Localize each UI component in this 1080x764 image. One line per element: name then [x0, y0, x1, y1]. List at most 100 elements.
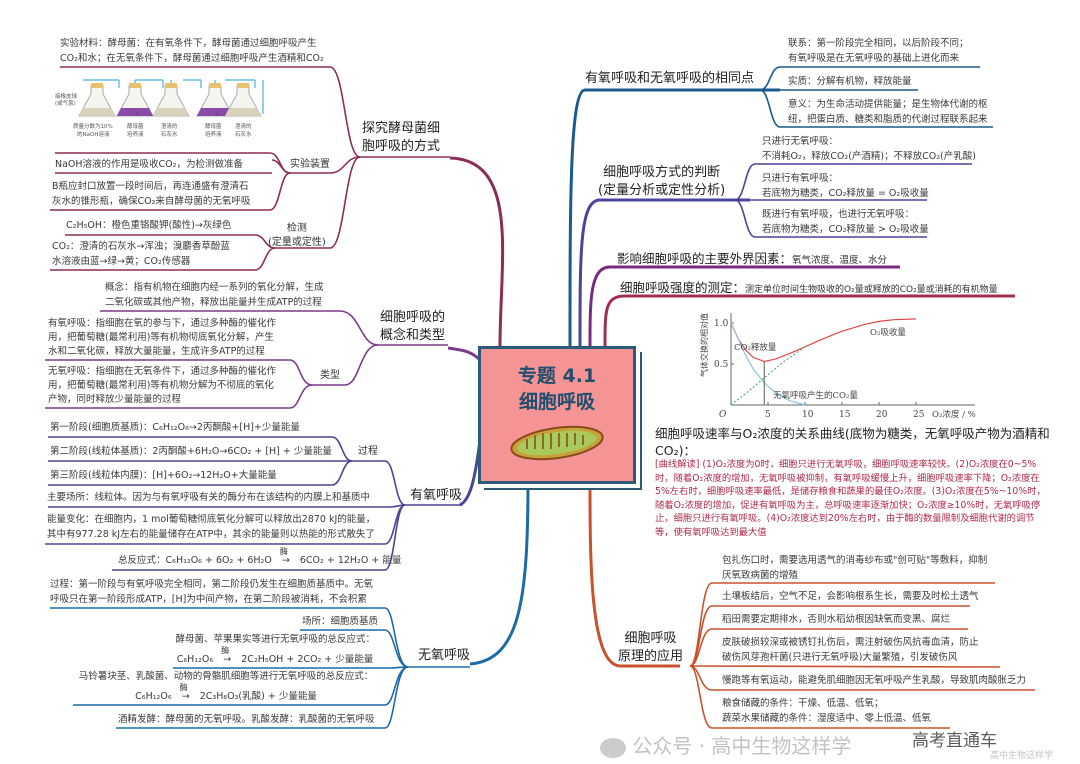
wechat-icon [600, 737, 626, 758]
central-topic-title: 细胞呼吸 [518, 391, 595, 413]
label-process: 过程 [358, 446, 378, 457]
leaf-alcohol-equation: 酵母菌、苹果果实等进行无氧呼吸的总反应式： C₆H₁₂O₆ 酶→ 2C₂H₅OH… [175, 632, 375, 669]
enzyme-arrow: 酶→ [279, 547, 290, 567]
branch-aerobic-title: 有氧呼吸 [410, 488, 463, 503]
text-line: (定量或定性) [268, 237, 326, 248]
x-tick-label: 5 [765, 410, 771, 420]
leaf-anaerobic-site: 场所：细胞质基质 [302, 616, 379, 627]
series-line-2 [730, 322, 806, 406]
equation-line: 总反应式：C₆H₁₂O₆ + 6O₂ + 6H₂O 酶→ 6CO₂ + 12H₂… [118, 548, 401, 568]
curve-interpretation: [曲线解读] (1)O₂浓度为0时，细胞只进行无氧呼吸，细胞呼吸速率较快。(2)… [655, 459, 1046, 538]
leaf-only-anaerobic: 只进行无氧呼吸： 不消耗O₂，释放CO₂(产酒精)；不释放CO₂(产乳酸) [762, 134, 976, 166]
title-line: 胞呼吸的方式 [362, 139, 441, 154]
y-tick-label: 1.0 [714, 319, 729, 329]
leaf-stage-2: 第二阶段(线粒体基质)：2丙酮酸+6H₂O→6CO₂ + [H] + 少量能量 [50, 446, 332, 457]
mitochondrion-image [510, 425, 604, 461]
yeast-b-label: 酵母菌 [205, 122, 222, 130]
factor-label: 影响细胞呼吸的主要外界因素： [617, 251, 793, 266]
title-line: (定量分析或定性分析) [598, 183, 726, 198]
equation-reactants: C₆H₁₂O₆ [176, 654, 214, 665]
connector-factor [588, 265, 900, 347]
limewater-label: 澄清的 [235, 122, 252, 130]
leaf-aerobic-definition: 有氧呼吸：指细胞在氧的参与下，通过多种酶的催化作 用，把葡萄糖(最常利用)等有机… [48, 317, 276, 361]
text-line: 概念：指有机物在细胞内经一系列的氧化分解，生成 [105, 282, 324, 293]
text-line: 只进行有氧呼吸： [762, 173, 839, 184]
leaf-stage-1: 第一阶段(细胞质基质)：C₆H₁₂O₆→2丙酮酸+[H]+少量能量 [50, 422, 300, 433]
leaf-naoh-note: NaOH溶液的作用是吸收CO₂，为检测做准备 [55, 159, 243, 170]
text-line: 只进行无氧呼吸： [762, 136, 839, 147]
text-line: 粮食储藏的条件：干燥、低温、低氧； [722, 698, 884, 709]
x-axis-label: O₂浓度 / % [932, 409, 976, 420]
text-line: 马铃薯块茎、乳酸菌、动物的骨骼肌细胞等进行无氧呼吸的总反应式： [78, 671, 374, 682]
connector-concept [447, 346, 482, 362]
connector-same [568, 88, 780, 347]
x-tick-label: 25 [913, 410, 925, 420]
series-label-co2-release: CO₂释放量 [734, 342, 777, 353]
series-line-0 [730, 318, 917, 363]
pump-label: 接橡皮球 [55, 92, 78, 100]
text-line: 检测 [286, 223, 307, 234]
limewater-label: 石灰水 [235, 130, 252, 138]
y-tick-label: 0.5 [714, 360, 729, 370]
text-line: 酵母菌、苹果果实等进行无氧呼吸的总反应式： [175, 634, 375, 645]
text-line: 纽，把蛋白质、糖类和脂质的代谢过程联系起来 [788, 114, 988, 125]
measure-label: 细胞呼吸强度的测定： [620, 280, 746, 295]
naoh-label: 的NaOH溶液 [77, 130, 110, 138]
text-line: 其中有977.28 kJ左右的能量储存在ATP中，其余的能量则以热能的形式散失了 [47, 529, 375, 540]
text-line: 有氧呼吸是在无氧呼吸的基础上进化而来 [788, 53, 960, 64]
text-line: 呼吸只在第一阶段形成ATP，[H]为中间产物，在第二阶段被消耗，不会积累 [50, 594, 367, 605]
text-line: 水和二氧化碳，释放大量能量，生成许多ATP的过程 [48, 346, 265, 357]
central-topic-number: 专题 4.1 [517, 365, 597, 387]
leaf-anaerobic-definition: 无氧呼吸：指细胞在无氧条件下，通过多种酶的催化作 用，把葡萄糖(最常利用)等有机… [48, 365, 276, 409]
leaf-tetanus: 皮肤破损较深或被锈钉扎伤后，需注射破伤风抗毒血清，防止 破伤风芽孢杆菌(只进行无… [722, 635, 979, 667]
series-label-o2-uptake: O₂吸收量 [870, 327, 906, 338]
leaf-aerobic-site: 主要场所：线粒体。因为与有氧呼吸有关的酶分布在该结构的内膜上和基质中 [47, 492, 371, 503]
text-line: 产物，同时释放少量能量的过程 [48, 394, 182, 405]
equation-products: 2C₂H₅OH + 2CO₂ + 少量能量 [241, 654, 374, 665]
limewater-label: 澄清的 [161, 122, 178, 130]
leaf-wound-dressing: 包扎伤口时，需要选用透气的消毒纱布或"创可贴"等敷料，抑制 厌氧致病菌的增殖 [722, 553, 987, 585]
text-line: 用，把葡萄糖(最常利用)等有机物分解为不彻底的氧化 [48, 380, 274, 391]
yeast-a-label: 酵母菌 [127, 122, 144, 130]
text-line: CO₂和水；在无氧条件下，酵母菌通过细胞呼吸产生酒精和CO₂ [60, 53, 324, 64]
text-line: 破伤风芽孢杆菌(只进行无氧呼吸)大量繁殖，引发破伤风 [722, 652, 958, 663]
leaf-anaerobic-process: 过程：第一阶段与有氧呼吸完全相同，第二阶段仍发生在细胞质基质中。无氧 呼吸只在第… [50, 577, 373, 609]
text-line: 有氧呼吸：指细胞在氧的参与下，通过多种酶的催化作 [48, 318, 277, 329]
chart-caption: 细胞呼吸速率与O₂浓度的关系曲线(底物为糖类，无氧呼吸产物为酒精和CO₂)： [655, 426, 1050, 458]
series-label-anaerobic-co2: 无氧呼吸产生的CO₂量 [773, 390, 858, 401]
leaf-soil-loosening: 土壤板结后，空气不足，会影响根系生长，需要及时松土透气 [722, 591, 979, 602]
label-detection: 检测 (定量或定性) [268, 222, 326, 250]
watermark-brand: 高考直通车 [912, 731, 997, 751]
y-axis-label: 气体交换的相对值 [700, 313, 709, 377]
leaf-experiment-material: 实验材料：酵母菌：在有氧条件下，酵母菌通过细胞呼吸产生 CO₂和水；在无氧条件下… [60, 36, 324, 68]
series-line-1 [730, 346, 806, 406]
leaf-storage-conditions: 粮食储藏的条件：干燥、低温、低氧； 蔬菜水果储藏的条件：湿度适中、零上低温、低氧 [722, 696, 931, 728]
text-line: 实验材料：酵母菌：在有氧条件下，酵母菌通过细胞呼吸产生 [60, 38, 317, 49]
watermark-text: 公众号 · 高中生物这样学 [632, 734, 852, 758]
text-line: 灰水的锥形瓶，确保CO₂来自酵母菌的无氧呼吸 [52, 196, 251, 207]
leaf-essence: 实质：分解有机物，释放能量 [788, 76, 912, 87]
branch-factors: 影响细胞呼吸的主要外界因素：氧气浓度、温度、水分 [617, 248, 887, 267]
text-line: CO₂：澄清的石灰水→浑浊；溴麝香草酚蓝 [52, 241, 230, 252]
text-line: 过程：第一阶段与有氧呼吸完全相同，第二阶段仍发生在细胞质基质中。无氧 [50, 579, 374, 590]
label-experiment-device: 实验装置 [290, 159, 330, 170]
text-line: 意义：为生命活动提供能量；是生物体代谢的枢 [788, 99, 988, 110]
origin-label: O [719, 410, 727, 420]
equation-products: 6CO₂ + 12H₂O + 能量 [299, 555, 402, 566]
flask-label-a: A [135, 111, 139, 117]
title-line: 原理的应用 [618, 649, 684, 664]
enzyme-arrow: 酶→ [179, 683, 190, 703]
enzyme-arrow: 酶→ [221, 646, 232, 666]
limewater-label: 石灰水 [161, 130, 178, 138]
label-types: 类型 [320, 370, 340, 381]
flask-label-b: B [215, 111, 219, 117]
title-line: 探究酵母菌细 [362, 121, 441, 136]
yeast-a-label: 培养液 [127, 130, 144, 138]
connector-apply [588, 479, 680, 668]
connector-aerobic [459, 439, 482, 507]
text-line: 既进行有氧呼吸，也进行无氧呼吸： [762, 209, 915, 220]
factor-value: 氧气浓度、温度、水分 [792, 255, 888, 266]
equation-line: C₆H₁₂O₆ 酶→ 2C₃H₆O₃(乳酸) + 少量能量 [76, 684, 376, 704]
